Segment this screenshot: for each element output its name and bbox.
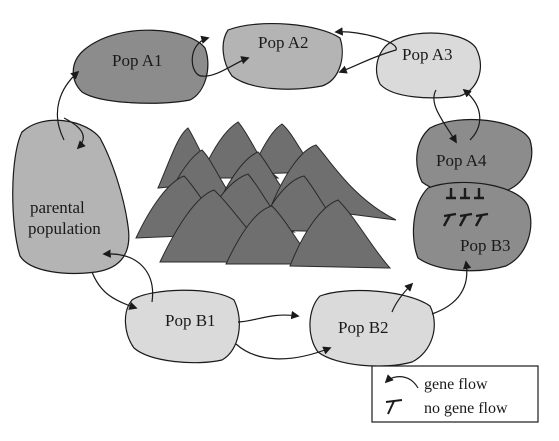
blob-pop-b3 (412, 181, 532, 272)
gene-flow-arrows (56, 27, 481, 360)
gene-flow-arrow-a1-parental (56, 72, 83, 148)
label-pop-b2: Pop B2 (338, 318, 389, 337)
gene-flow-arrow-parental-b1 (91, 254, 154, 308)
legend-box (371, 365, 539, 423)
mountain-range (135, 121, 397, 269)
legend-gene-flow-label: gene flow (424, 376, 488, 393)
legend-no-gene-flow-label: no gene flow (424, 400, 508, 417)
gene-flow-arrow-b2-b3 (391, 262, 467, 315)
gene-flow-arrow-a2-a3 (334, 27, 397, 74)
gene-flow-arrow-a1-a2 (191, 35, 250, 77)
blob-parental-population (12, 119, 130, 275)
label-parental-line1: parental (30, 198, 85, 217)
blob-pop-a2 (222, 22, 343, 90)
label-pop-b3: Pop B3 (460, 236, 511, 255)
label-pop-a3: Pop A3 (402, 45, 453, 64)
no-gene-flow-barrier (442, 188, 489, 227)
gene-flow-arrow-b1-b2 (235, 315, 330, 360)
blob-pop-b1 (124, 289, 240, 364)
label-pop-a1: Pop A1 (112, 51, 163, 70)
no-gene-flow-legend-icon (385, 399, 403, 415)
legend: gene flow no gene flow (371, 365, 539, 423)
label-pop-a2: Pop A2 (258, 33, 309, 52)
label-pop-a4: Pop A4 (436, 151, 487, 170)
blob-pop-a3 (375, 32, 481, 99)
gene-flow-arrow-a3-a4 (433, 90, 481, 142)
label-parental-line2: population (28, 219, 101, 238)
label-pop-b1: Pop B1 (165, 311, 216, 330)
gene-flow-legend-icon (384, 374, 419, 389)
